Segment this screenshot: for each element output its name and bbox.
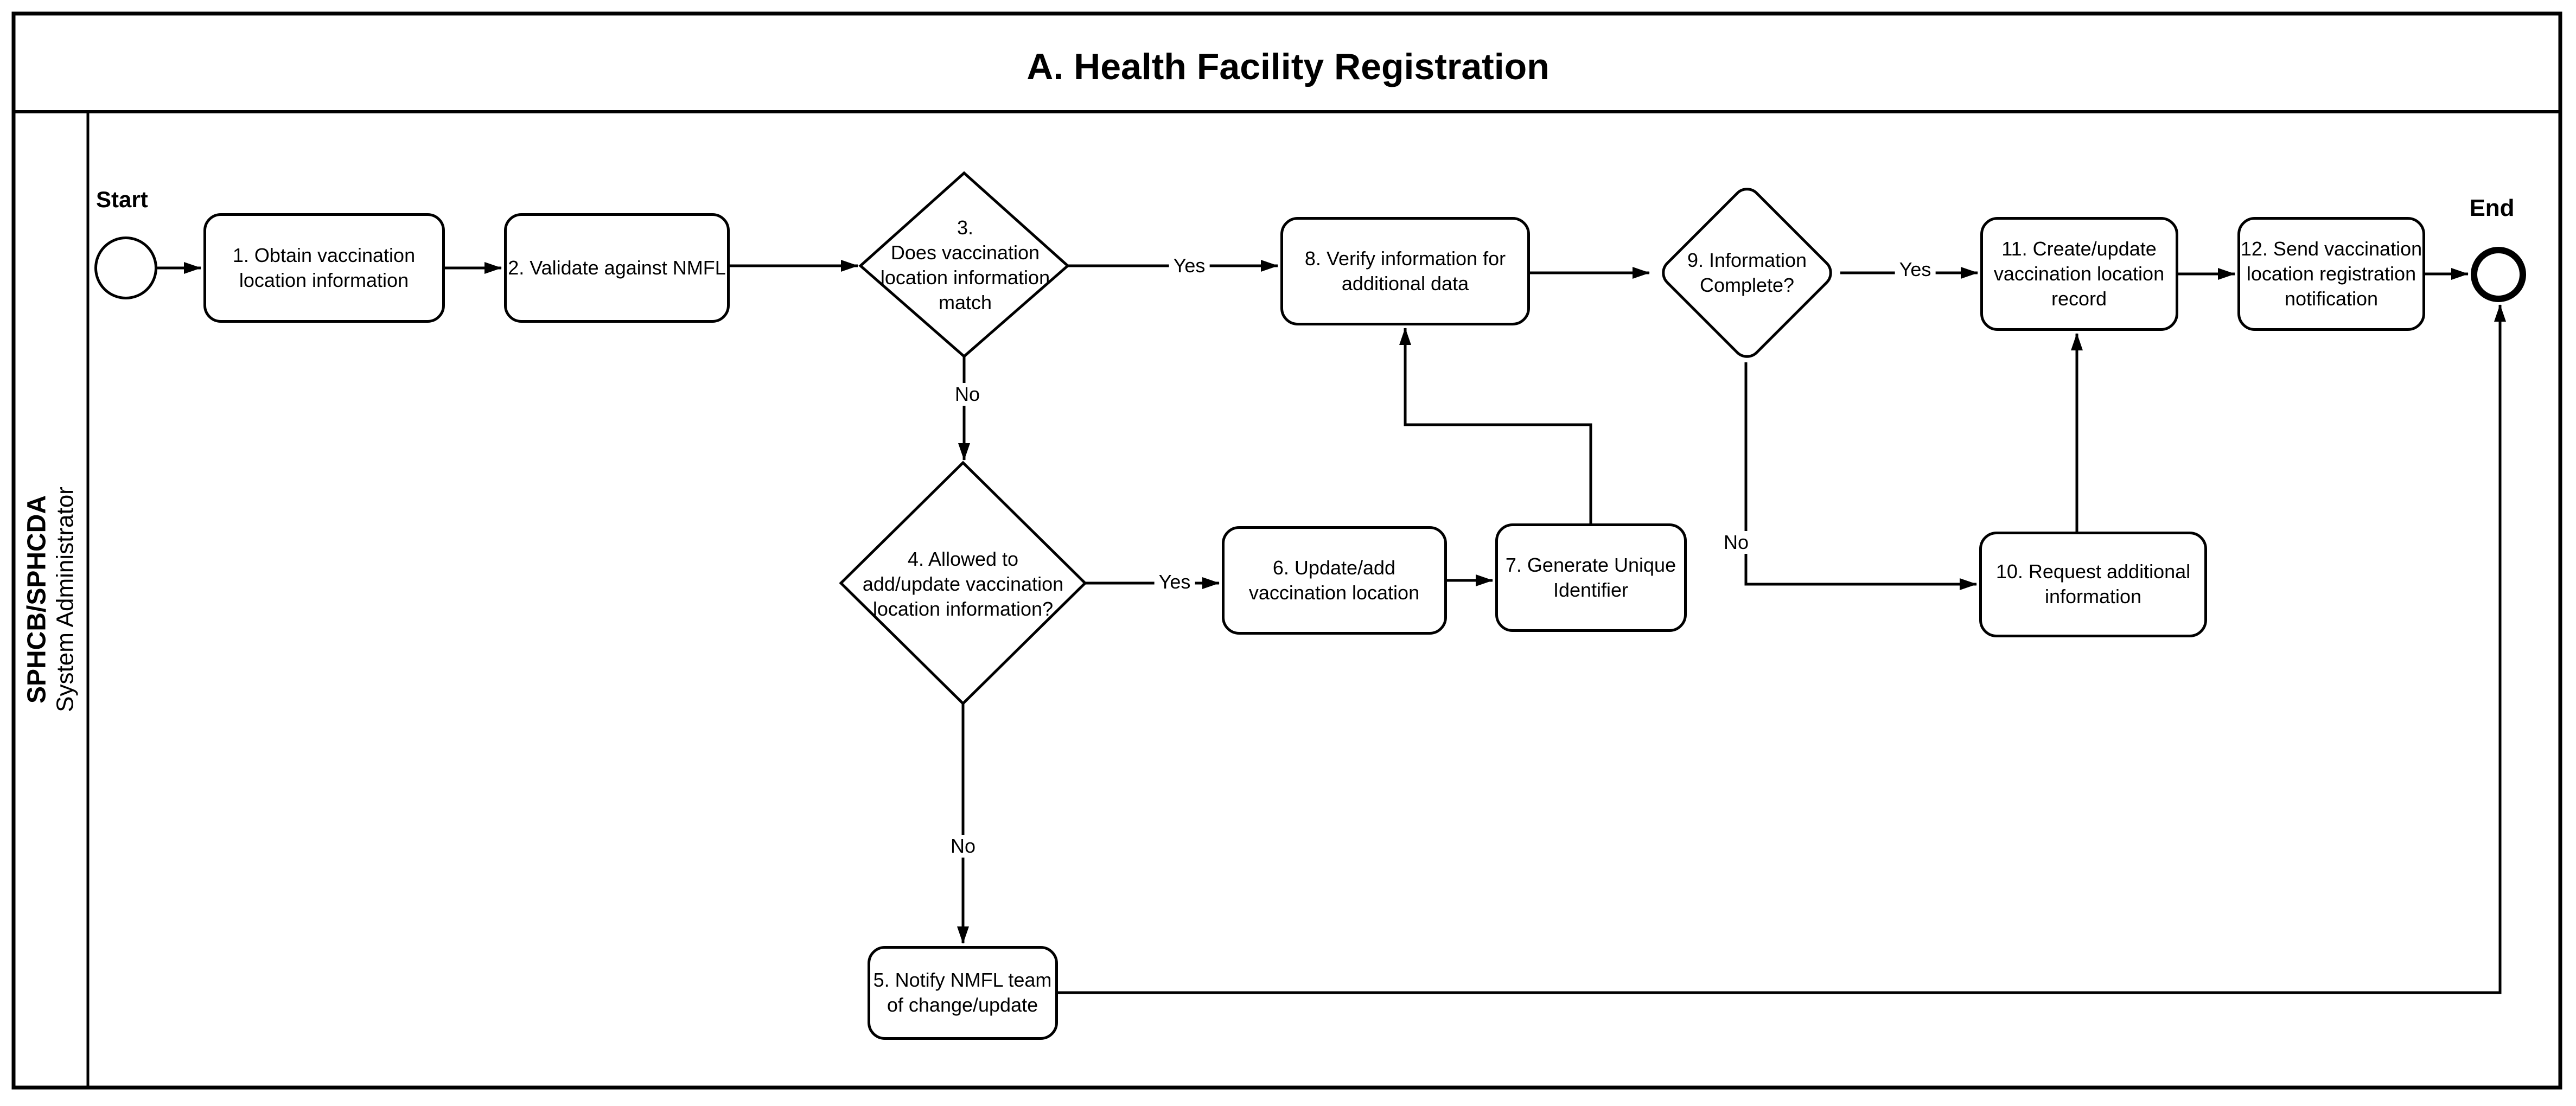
outer-border: [11, 11, 2562, 1090]
task-7-label: 7. Generate Unique Identifier: [1505, 553, 1676, 601]
task-12-send-notification: [2237, 217, 2425, 331]
end-event-circle: [2471, 247, 2526, 302]
edge-label-3-yes: Yes: [1169, 254, 1210, 277]
task-5-label: 5. Notify NMFL team of change/update: [873, 968, 1052, 1016]
task-2-label: 2. Validate against NMFL: [508, 256, 726, 279]
edge-label-9-yes: Yes: [1895, 258, 1936, 281]
task-11-create-update-record: [1980, 217, 2178, 331]
swimlane-org: SPHCB/SPHCDA: [22, 495, 52, 704]
task-8-label: 8. Verify information for additional dat…: [1304, 247, 1506, 295]
edge-5-to-end: [1058, 304, 2506, 994]
decision-9-label: 9. Information Complete?: [1687, 248, 1807, 296]
start-event-circle: [94, 236, 157, 299]
task-6-update-add-location: [1222, 526, 1447, 635]
edge-label-3-no: No: [950, 383, 985, 406]
edge-9-no-to-10: [1744, 362, 1977, 590]
edge-label-4-yes: Yes: [1154, 571, 1195, 593]
task-11-label: 11. Create/update vaccination location r…: [1993, 237, 2165, 310]
task-6-label: 6. Update/add vaccination location: [1248, 556, 1420, 604]
decision-3-label: 3. Does vaccination location information…: [880, 216, 1050, 314]
edge-label-9-no: No: [1719, 531, 1754, 554]
task-1-obtain-location-info: [203, 213, 445, 323]
start-event-label: Start: [96, 187, 148, 212]
task-8-verify-information: [1280, 217, 1530, 325]
edge-7-to-8: [1399, 328, 1592, 523]
task-12-label: 12. Send vaccination location registrati…: [2240, 237, 2422, 310]
task-10-request-additional-info: [1979, 532, 2207, 637]
edge-label-4-no: No: [946, 835, 980, 858]
task-2-validate-nmfl: [504, 213, 730, 323]
page-title: A. Health Facility Registration: [1026, 46, 1550, 87]
task-10-label: 10. Request additional information: [1995, 560, 2191, 608]
task-5-notify-nmfl-team: [868, 946, 1058, 1040]
task-7-generate-identifier: [1495, 523, 1687, 632]
task-1-label: 1. Obtain vaccination location informati…: [232, 244, 416, 291]
swimlane-role: System Administrator: [52, 487, 79, 712]
swimlane-label: SPHCB/SPHCDA System Administrator: [22, 487, 78, 712]
end-event-label: End: [2469, 195, 2515, 221]
decision-4-label: 4. Allowed to add/update vaccination loc…: [862, 547, 1064, 621]
